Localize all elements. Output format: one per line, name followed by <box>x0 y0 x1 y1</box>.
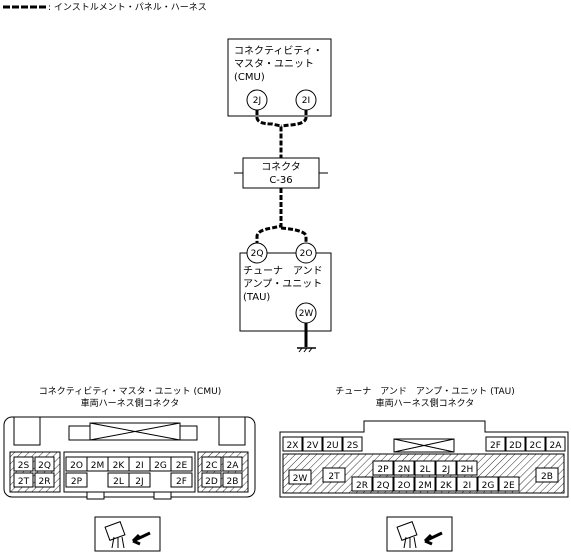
tau-pin-2x: 2X <box>287 441 299 451</box>
tau-pin-2o-label: 2O <box>300 249 313 259</box>
cmu-pin-2j-label: 2J <box>253 96 261 106</box>
cmu-pin-2j: 2J <box>135 477 143 487</box>
tau-pin-2p: 2P <box>377 465 389 475</box>
tau-label-line-3: (TAU) <box>243 292 270 303</box>
tau-pin-2h: 2H <box>461 465 474 475</box>
cmu-pin-2m: 2M <box>91 461 105 471</box>
cmu-center-top-pins: 2O 2M 2K 2I 2G 2E <box>65 456 193 472</box>
tau-pin-2o <box>295 242 317 264</box>
tau-pin-2u: 2U <box>326 441 338 451</box>
tau-harness-connector: チューナ アンド アンプ・ユニット (TAU) 車両ハーネス側コネクタ 2X 2… <box>279 386 569 552</box>
legend-text: : インストルメント・パネル・ハーネス <box>48 2 207 13</box>
cmu-unit: コネクティビティ・ マスタ・ユニット (CMU) 2J 2I <box>227 38 332 117</box>
tau-pin-2d: 2D <box>509 441 522 451</box>
tau-pin-2v: 2V <box>307 441 320 451</box>
cmu-pin-2s: 2S <box>18 461 30 471</box>
connector-view-icon <box>386 516 453 552</box>
connector-c36-label-2: C-36 <box>269 175 292 186</box>
tau-bottom-pins: 2R 2Q 2O 2M 2K 2I 2G 2E <box>351 476 520 492</box>
cmu-pin-2e: 2E <box>176 461 188 471</box>
tau-pin-2a: 2A <box>550 441 563 451</box>
tau-pin-2b: 2B <box>541 472 553 482</box>
tau-pin-2w: 2W <box>293 474 308 484</box>
cmu-pin-2g: 2G <box>154 461 167 471</box>
wire-cmu-to-connector <box>255 110 308 158</box>
ground-icon <box>297 323 316 353</box>
tau-pin-2n: 2N <box>398 465 410 475</box>
cmu-pin-2i: 2I <box>135 461 143 471</box>
tau-pin-2g: 2G <box>482 481 495 491</box>
legend: : インストルメント・パネル・ハーネス <box>3 2 207 13</box>
tau-pin-2q-label: 2Q <box>251 249 264 259</box>
connector-c36-box <box>242 157 320 189</box>
cmu-connector-title-2: 車両ハーネス側コネクタ <box>81 397 180 409</box>
tau-pin-2m: 2M <box>418 481 432 491</box>
connector-c36-label-1: コネクタ <box>261 161 301 173</box>
tau-pin-2w-label: 2W <box>299 309 314 319</box>
tau-pin-2f: 2F <box>490 441 501 451</box>
tau-pin-2j: 2J <box>442 465 450 475</box>
cmu-pin-2o: 2O <box>70 461 83 471</box>
cmu-pin-2r: 2R <box>39 477 51 487</box>
connector-c36: コネクタ C-36 <box>234 157 328 189</box>
cmu-pin-2a: 2A <box>227 461 240 471</box>
tau-label-line-2: アンプ・ユニット <box>243 278 322 290</box>
tau-pin-2l: 2L <box>420 465 431 475</box>
tau-pin-2o: 2O <box>398 481 411 491</box>
tau-mid-pins: 2P 2N 2L 2J 2H <box>372 460 478 476</box>
tau-label-line-1: チューナ アンド <box>243 265 323 277</box>
cmu-left-pins: 2S 2Q 2T 2R <box>13 456 55 488</box>
tau-pin-2k: 2K <box>440 481 453 491</box>
tau-pin-2e: 2E <box>503 481 515 491</box>
cmu-pin-2q: 2Q <box>38 461 51 471</box>
tau-top-right-pins: 2F 2D 2C 2A <box>485 436 566 452</box>
cmu-label-line-2: マスタ・ユニット <box>234 58 314 70</box>
cmu-connector-title-1: コネクティビティ・マスタ・ユニット (CMU) <box>39 386 221 397</box>
cmu-pin-2f: 2F <box>176 477 187 487</box>
cmu-pin-2l: 2L <box>113 477 124 487</box>
cmu-pin-2d: 2D <box>205 477 218 487</box>
cmu-label-line-1: コネクティビティ・ <box>234 45 323 57</box>
cmu-right-pins: 2C 2A 2D 2B <box>201 456 243 488</box>
tau-box <box>239 252 332 332</box>
cmu-pin-2p: 2P <box>71 477 83 487</box>
cmu-harness-connector: コネクティビティ・マスタ・ユニット (CMU) 車両ハーネス側コネクタ 2S 2… <box>3 386 256 552</box>
tau-top-left-pins: 2X 2V 2U 2S <box>282 436 363 452</box>
tau-pin-2s: 2S <box>347 441 359 451</box>
tau-pin-2q <box>246 242 268 264</box>
wire-connector-to-tau <box>255 188 308 244</box>
cmu-label-line-3: (CMU) <box>234 72 265 83</box>
tau-pin-2r: 2R <box>356 481 368 491</box>
cmu-pin-2k: 2K <box>113 461 126 471</box>
tau-pin-2c: 2C <box>529 441 541 451</box>
tau-pin-2q: 2Q <box>377 481 390 491</box>
cmu-pin-2c: 2C <box>205 461 217 471</box>
tau-pin-2t: 2T <box>328 472 340 482</box>
tau-unit: 2Q 2O チューナ アンド アンプ・ユニット (TAU) 2W <box>239 242 332 332</box>
tau-connector-title-1: チューナ アンド アンプ・ユニット (TAU) <box>335 386 514 397</box>
connector-view-icon <box>94 516 161 552</box>
cmu-pin-2t: 2T <box>18 477 30 487</box>
cmu-center-bottom-pins: 2P 2L 2J 2F <box>65 472 193 488</box>
tau-connector-title-2: 車両ハーネス側コネクタ <box>376 397 475 409</box>
tau-pin-2i: 2I <box>463 481 471 491</box>
cmu-pin-2i-label: 2I <box>302 96 310 106</box>
cmu-pin-2b: 2B <box>227 477 239 487</box>
